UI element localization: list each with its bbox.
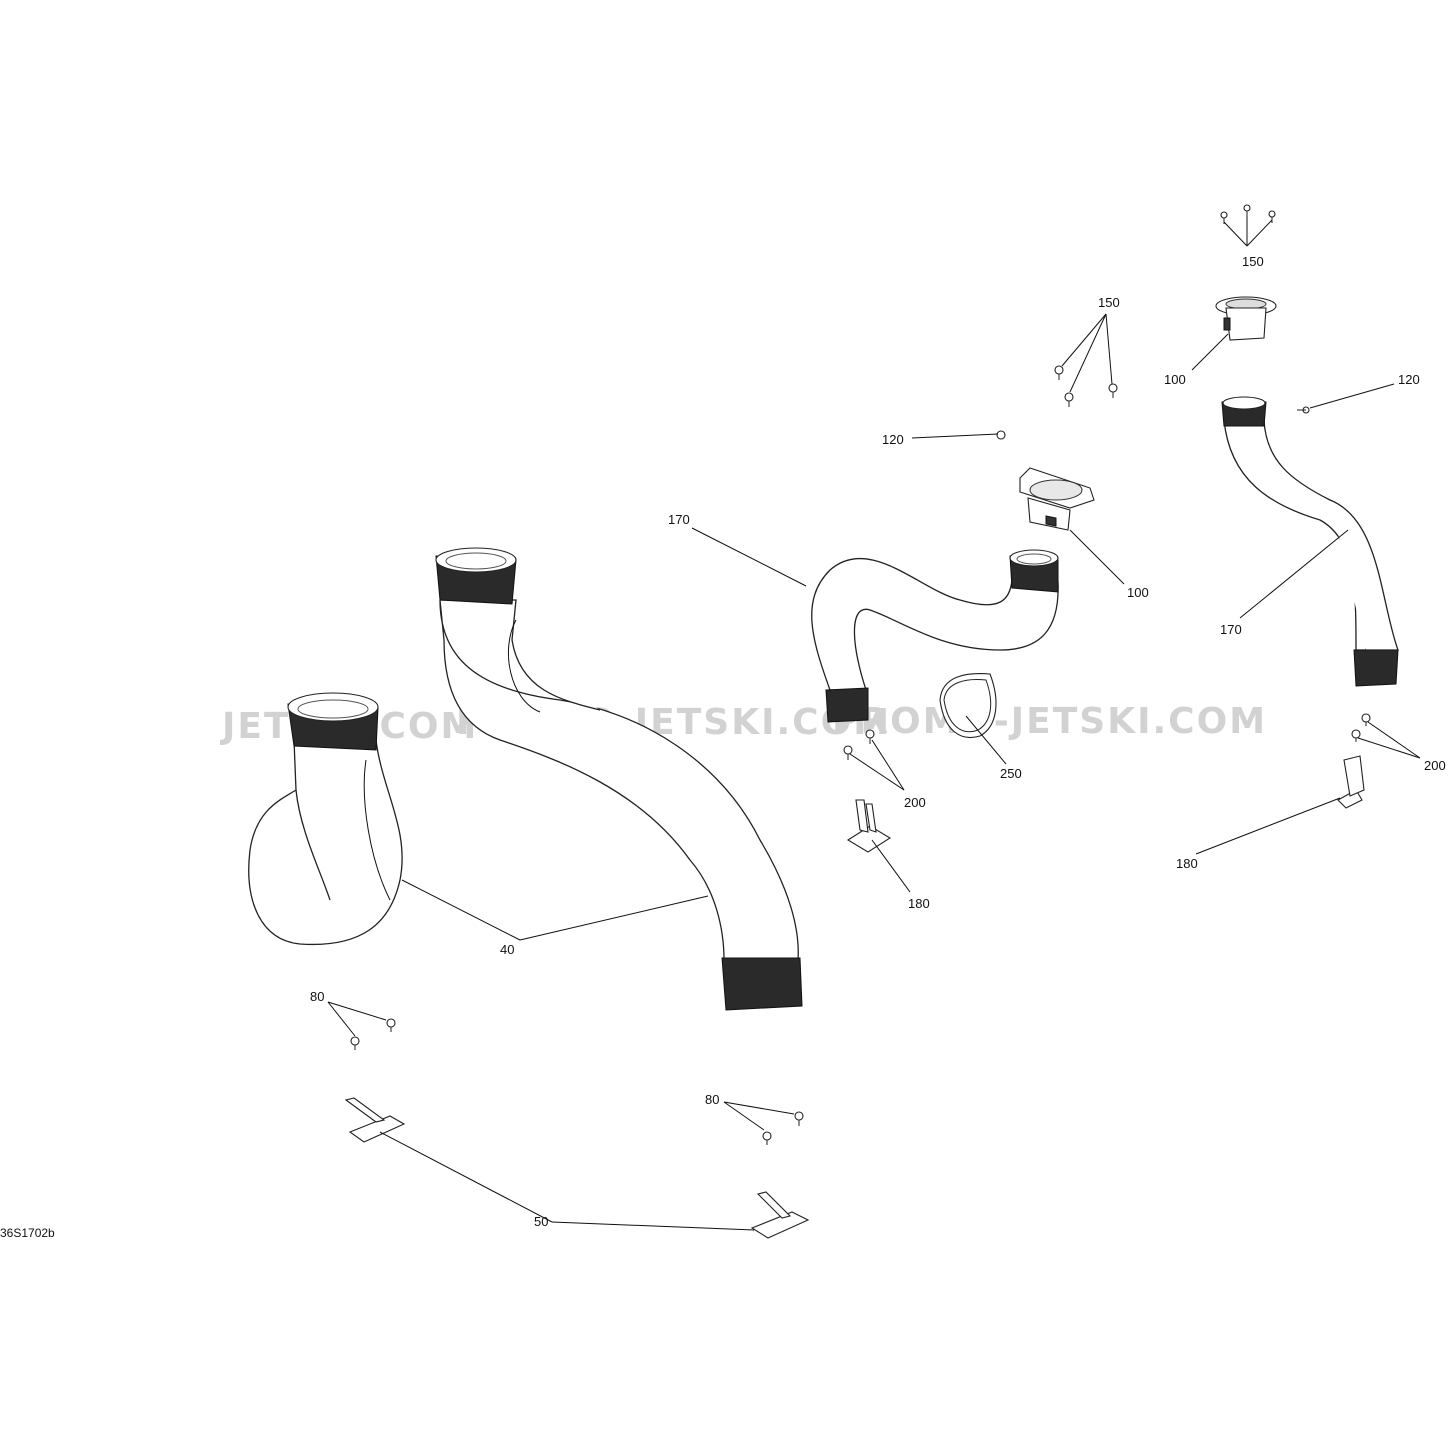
callout-40: 40 (500, 942, 514, 957)
callout-150-middle: 150 (1098, 295, 1120, 310)
callout-200-middle: 200 (904, 795, 926, 810)
callout-labels: 40 50 80 80 100 100 120 120 150 150 170 … (310, 254, 1446, 1229)
callout-100-middle: 100 (1127, 585, 1149, 600)
clip-180-middle (846, 799, 892, 853)
hose-40-short (248, 692, 403, 946)
leader-lines (327, 216, 1421, 1231)
fasteners (350, 204, 1371, 1145)
hose-40-long (435, 547, 803, 1011)
callout-80-left: 80 (310, 989, 324, 1004)
callout-100-top: 100 (1164, 372, 1186, 387)
hose-170-right (1221, 396, 1399, 687)
callout-80-right: 80 (705, 1092, 719, 1107)
fitting-100-middle (1019, 467, 1095, 531)
clamp-50-right (750, 1191, 810, 1239)
callout-170-middle: 170 (668, 512, 690, 527)
clip-180-right (1337, 755, 1365, 809)
callout-200-right: 200 (1424, 758, 1446, 773)
diagram-reference-code: 36S1702b (0, 1226, 55, 1240)
callout-50: 50 (534, 1214, 548, 1229)
oring-250 (939, 673, 997, 738)
callout-180-middle: 180 (908, 896, 930, 911)
callout-250: 250 (1000, 766, 1022, 781)
watermark-text-3: PROMO-JETSKI.COM (832, 701, 1267, 742)
hose-170-middle (811, 549, 1059, 723)
callout-150-top: 150 (1242, 254, 1264, 269)
callout-180-right: 180 (1176, 856, 1198, 871)
clamp-50-left (344, 1097, 406, 1143)
callout-170-right: 170 (1220, 622, 1242, 637)
callout-120-left: 120 (882, 432, 904, 447)
fitting-100-top (1215, 296, 1277, 341)
callout-120-right: 120 (1398, 372, 1420, 387)
